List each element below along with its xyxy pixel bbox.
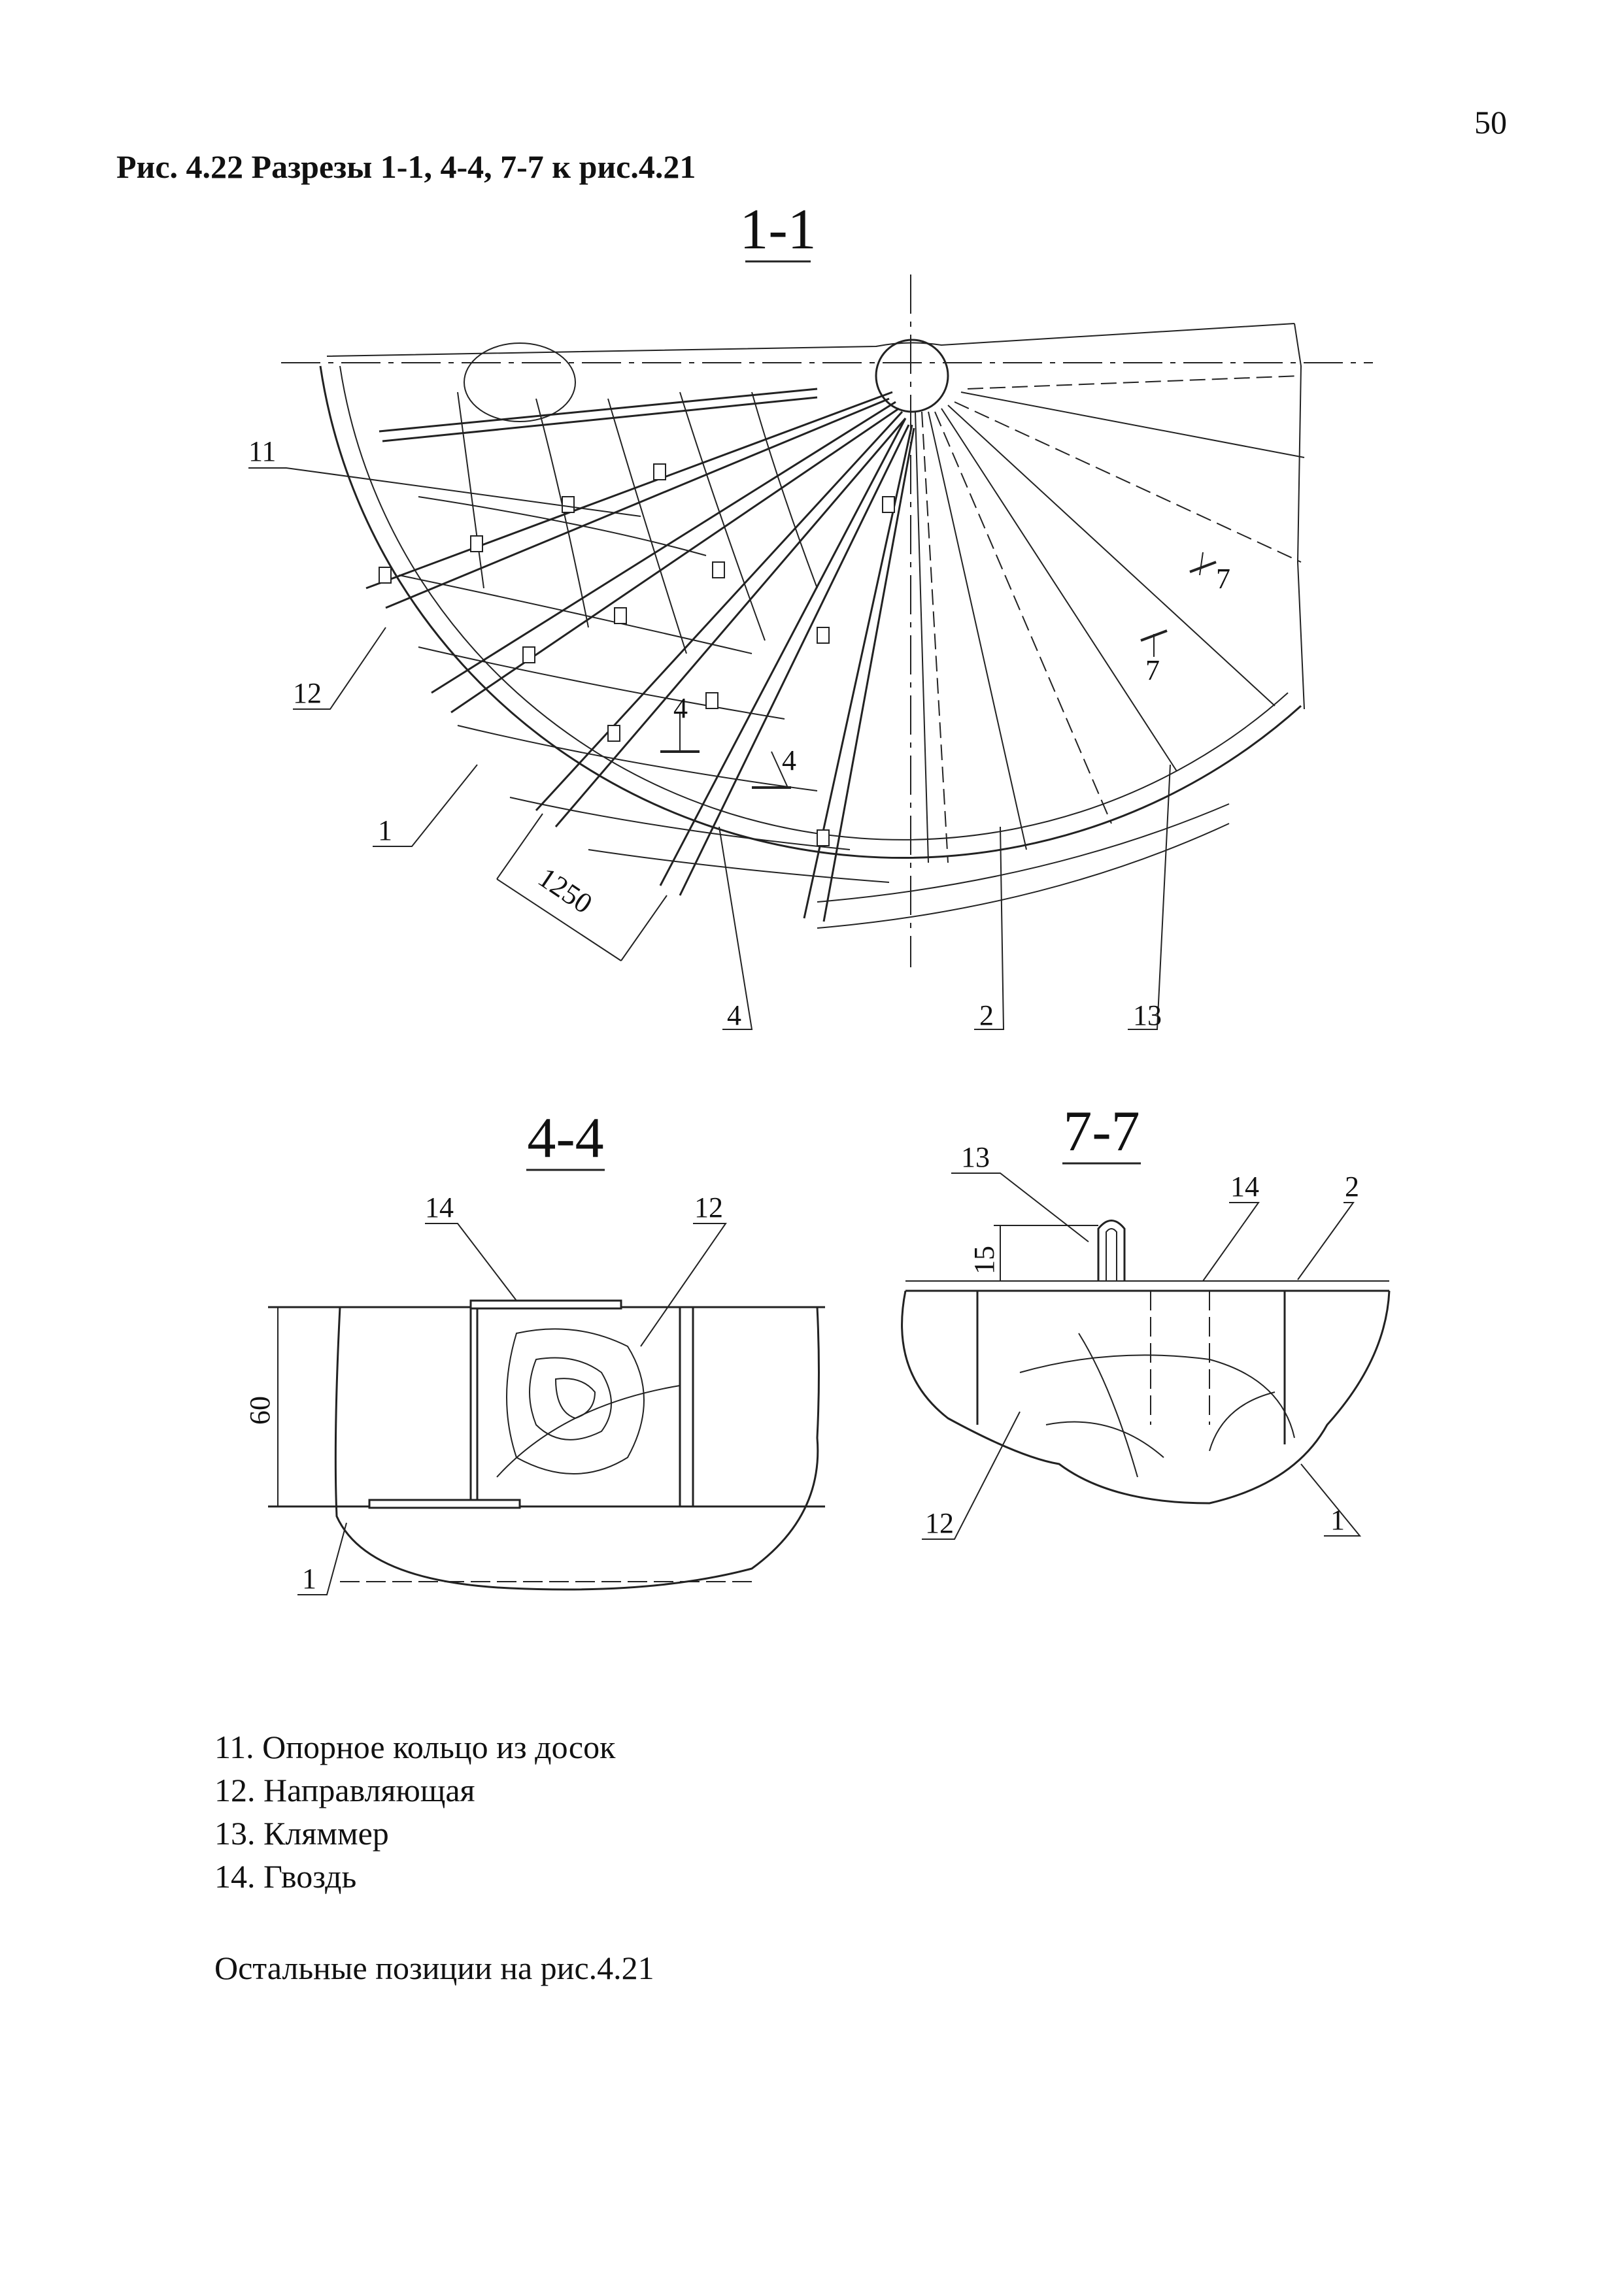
legend-item-13: 13. Кляммер bbox=[214, 1815, 389, 1852]
page-number: 50 bbox=[1474, 104, 1507, 141]
legend-item-11: 11. Опорное кольцо из досок bbox=[214, 1729, 616, 1765]
section-1-1-drawing bbox=[248, 260, 1373, 1030]
callout-1-1-13: 13 bbox=[1133, 999, 1162, 1031]
section-mark-7-b: 7 bbox=[1145, 654, 1160, 686]
section-mark-7-a: 7 bbox=[1216, 563, 1230, 595]
technical-drawing: 1-1 4-4 7-7 11 12 1 4 2 13 4 4 7 7 1250 … bbox=[244, 198, 1391, 1595]
figure-title: Рис. 4.22 Разрезы 1-1, 4-4, 7-7 к рис.4.… bbox=[116, 148, 696, 185]
section-1-1-title: 1-1 bbox=[739, 198, 816, 261]
section-4-4-drawing bbox=[268, 1169, 825, 1595]
legend-item-12: 12. Направляющая bbox=[214, 1772, 475, 1808]
callout-1-1-2: 2 bbox=[979, 999, 994, 1031]
dimension-1250: 1250 bbox=[532, 861, 598, 920]
section-mark-4-a: 4 bbox=[673, 692, 688, 724]
section-7-7-drawing bbox=[901, 1162, 1391, 1540]
callout-7-7-13: 13 bbox=[961, 1141, 990, 1173]
section-mark-4-b: 4 bbox=[782, 744, 796, 776]
note-text: Остальные позиции на рис.4.21 bbox=[214, 1950, 654, 1986]
legend: 11. Опорное кольцо из досок 12. Направля… bbox=[214, 1725, 615, 1898]
callout-7-7-12: 12 bbox=[925, 1507, 954, 1539]
callout-7-7-14: 14 bbox=[1230, 1171, 1259, 1203]
dimension-15: 15 bbox=[968, 1246, 1000, 1274]
callout-7-7-1: 1 bbox=[1330, 1504, 1345, 1536]
callout-1-1-4: 4 bbox=[727, 999, 741, 1031]
callout-1-1-11: 11 bbox=[248, 435, 276, 467]
callout-1-1-12: 12 bbox=[293, 677, 322, 709]
callout-4-4-1: 1 bbox=[302, 1563, 316, 1595]
section-7-7-title: 7-7 bbox=[1063, 1100, 1140, 1163]
dimension-60: 60 bbox=[244, 1396, 276, 1425]
callout-4-4-12: 12 bbox=[694, 1191, 723, 1223]
legend-item-14: 14. Гвоздь bbox=[214, 1858, 357, 1895]
callout-1-1-1: 1 bbox=[378, 814, 392, 846]
callout-4-4-14: 14 bbox=[425, 1191, 454, 1223]
section-4-4-title: 4-4 bbox=[527, 1106, 603, 1170]
callout-7-7-2: 2 bbox=[1345, 1171, 1359, 1203]
